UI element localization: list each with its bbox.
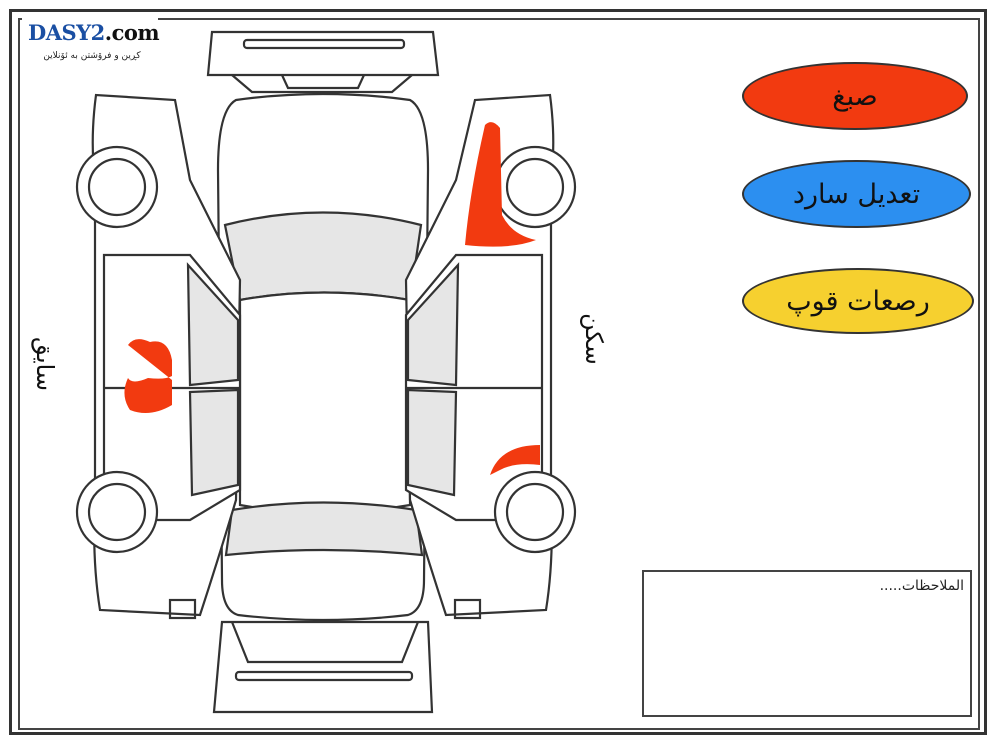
logo-brand: DASY2 [28, 20, 105, 45]
legend-paint-label: صبغ [832, 80, 878, 112]
notes-label: الملاحظات..... [879, 578, 964, 594]
legend-dents-label: رصعات قوپ [786, 285, 930, 317]
inner-border [18, 18, 980, 730]
logo-suffix: .com [104, 20, 160, 45]
driver-side-label: سايق [31, 336, 60, 392]
rear-bumper [212, 620, 434, 714]
logo: DASY2.com کڕین و فرۆشتن بە ئۆنلاین [22, 18, 160, 66]
paint-mark-left-door [124, 339, 172, 414]
paint-mark-right-fender [465, 122, 536, 247]
passenger-side-label: سكن [579, 313, 608, 365]
legend-bodywork: تعديل سارد [742, 160, 971, 228]
legend-dents: رصعات قوپ [742, 268, 974, 334]
car-left-side [75, 93, 242, 620]
legend-paint: صبغ [742, 62, 968, 130]
car-top-view [216, 92, 430, 622]
logo-tagline: کڕین و فرۆشتن بە ئۆنلاین [43, 51, 141, 61]
paint-mark-right-rear [490, 445, 540, 475]
car-right-side [404, 93, 577, 620]
legend-bodywork-label: تعديل سارد [792, 178, 921, 210]
front-bumper [206, 30, 440, 94]
outer-border [9, 9, 987, 735]
notes-box[interactable]: الملاحظات..... [642, 570, 972, 717]
